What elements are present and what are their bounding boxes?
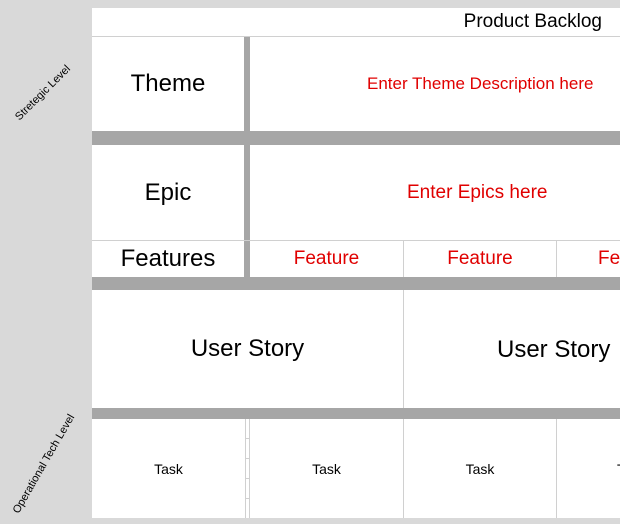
theme-label: Theme (130, 70, 206, 97)
task-gridline (245, 438, 250, 439)
task-cell[interactable]: T (617, 461, 620, 477)
task-divider (249, 419, 250, 518)
theme-description-field[interactable]: Enter Theme Description here (367, 74, 594, 93)
user-story-cell[interactable]: User Story (190, 335, 305, 362)
feature-cell[interactable]: Feature (447, 248, 513, 269)
backlog-sheet (92, 8, 620, 518)
feature-cell[interactable]: Fe (598, 248, 620, 269)
task-cell[interactable]: Task (312, 460, 341, 477)
feature-divider (403, 241, 404, 277)
user-story-cell[interactable]: User Story (497, 336, 611, 363)
task-divider (403, 419, 404, 518)
features-story-separator (92, 277, 620, 290)
epic-entry-field[interactable]: Enter Epics here (407, 181, 548, 203)
story-task-separator (92, 408, 620, 419)
task-divider (556, 419, 557, 518)
feature-divider (556, 241, 557, 277)
feature-cell[interactable]: Feature (293, 248, 360, 269)
strategic-level-label: Stretegic Level (13, 63, 73, 123)
task-gridline (245, 498, 250, 499)
task-cell[interactable]: Task (154, 460, 183, 477)
epic-label: Epic (144, 178, 192, 206)
features-label: Features (120, 245, 216, 272)
user-story-divider (403, 290, 404, 408)
header-divider (92, 36, 620, 37)
theme-epic-separator (92, 131, 620, 145)
task-divider (245, 419, 246, 518)
epic-vertical-divider (244, 145, 250, 277)
task-gridline (245, 458, 250, 459)
features-top-line (92, 240, 620, 241)
task-cell[interactable]: Task (465, 460, 495, 477)
theme-vertical-divider (244, 37, 250, 131)
operational-level-label: Operational Tech Level (10, 412, 78, 516)
page-title: Product Backlog (463, 11, 602, 32)
task-gridline (245, 478, 250, 479)
